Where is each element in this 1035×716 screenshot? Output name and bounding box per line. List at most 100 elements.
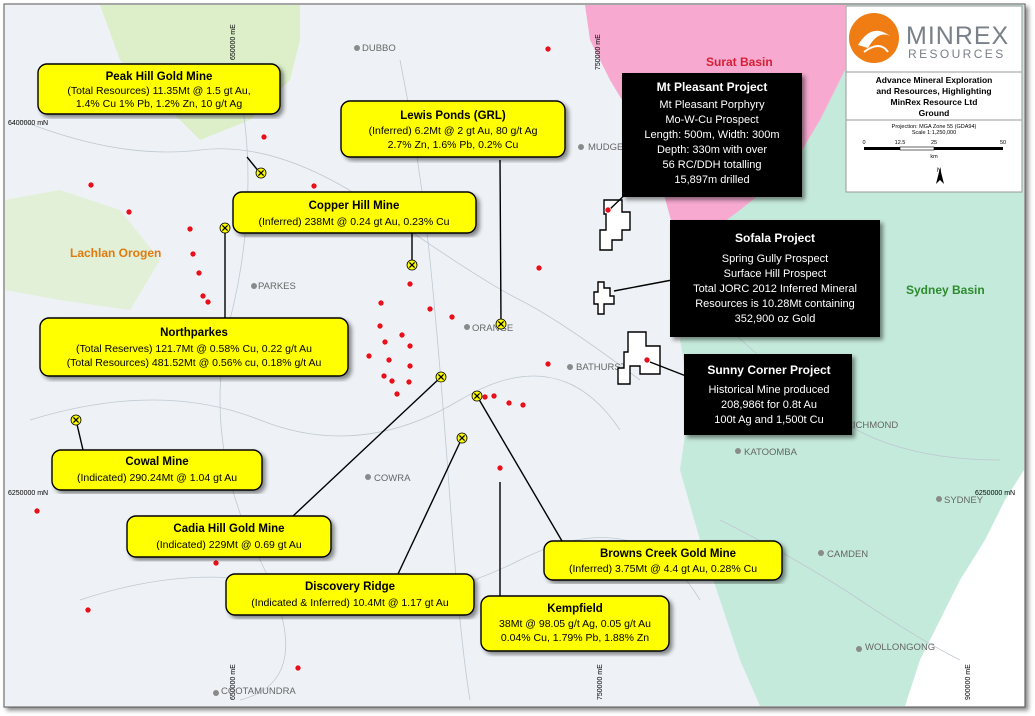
- town-cootamundra[interactable]: COOTAMUNDRA: [213, 686, 296, 697]
- mine-symbol-browns-creek[interactable]: [471, 390, 483, 402]
- town-dubbo-label: DUBBO: [362, 43, 396, 54]
- svg-text:N: N: [937, 168, 941, 174]
- occurrence-point[interactable]: [505, 399, 513, 407]
- occurrence-point[interactable]: [33, 507, 41, 515]
- occurrence-point[interactable]: [519, 401, 527, 409]
- town-cowra[interactable]: COWRA: [365, 473, 411, 484]
- minrex-logo: MINREX RESOURCES: [849, 13, 1008, 63]
- project-line: 15,897m drilled: [674, 174, 749, 186]
- occurrence-point[interactable]: [199, 292, 207, 300]
- occurrence-point[interactable]: [406, 342, 414, 350]
- mine-symbol-copper-hill[interactable]: [219, 222, 231, 234]
- town-cowra-label: COWRA: [374, 473, 411, 484]
- grid-e-750000-top: 750000 mE: [595, 34, 602, 70]
- occurrence-point[interactable]: [212, 559, 220, 567]
- occurrence-point[interactable]: [186, 225, 194, 233]
- project-line: 56 RC/DDH totalling: [662, 159, 761, 171]
- town-sydney-label: SYDNEY: [944, 495, 984, 506]
- project-line: Total JORC 2012 Inferred Mineral: [693, 283, 857, 295]
- occurrence-point[interactable]: [376, 322, 384, 330]
- town-parkes[interactable]: PARKES: [251, 281, 296, 292]
- occurrence-point[interactable]: [87, 181, 95, 189]
- occurrence-point[interactable]: [380, 372, 388, 380]
- occurrence-point[interactable]: [377, 299, 385, 307]
- callout-lewis-ponds[interactable]: Lewis Ponds (GRL) (Inferred) 6.2Mt @ 2 g…: [340, 100, 566, 158]
- occurrence-point[interactable]: [381, 338, 389, 346]
- town-dubbo[interactable]: DUBBO: [354, 43, 396, 54]
- occurrence-point[interactable]: [535, 264, 543, 272]
- town-sydney[interactable]: SYDNEY: [936, 495, 984, 506]
- callout-cadia-hill[interactable]: Cadia Hill Gold Mine (Indicated) 229Mt @…: [126, 515, 332, 558]
- callout-kempfield[interactable]: Kempfield 38Mt @ 98.05 g/t Ag, 0.05 g/t …: [480, 595, 670, 652]
- mine-symbol-cowal[interactable]: [70, 414, 82, 426]
- town-richmond[interactable]: RICHMOND: [846, 420, 898, 431]
- mine-symbol-discovery-ridge[interactable]: [456, 432, 468, 444]
- occurrence-point[interactable]: [310, 182, 318, 190]
- occurrence-point[interactable]: [388, 377, 396, 385]
- callout-browns-creek[interactable]: Browns Creek Gold Mine (Inferred) 3.75Mt…: [543, 540, 783, 581]
- occurrence-point[interactable]: [481, 393, 489, 401]
- project-sunny-corner[interactable]: Sunny Corner Project Historical Mine pro…: [684, 354, 852, 435]
- occurrence-point[interactable]: [84, 606, 92, 614]
- occurrence-point[interactable]: [204, 298, 212, 306]
- sunny-corner-tenement[interactable]: [617, 331, 661, 385]
- surat-basin-label: Surat Basin: [706, 55, 773, 69]
- callout-cowal[interactable]: Cowal Mine (Indicated) 290.24Mt @ 1.04 g…: [51, 449, 263, 491]
- mine-symbol-lewis-ponds[interactable]: [495, 318, 507, 330]
- occurrence-point[interactable]: [393, 390, 401, 398]
- occurrence-point[interactable]: [260, 133, 268, 141]
- occurrence-point[interactable]: [544, 360, 552, 368]
- occurrence-point[interactable]: [195, 269, 203, 277]
- occurrence-point[interactable]: [125, 208, 133, 216]
- town-bathurst[interactable]: BATHURST: [567, 362, 627, 373]
- callout-line: (Indicated & Inferred) 10.4Mt @ 1.17 gt …: [251, 597, 449, 609]
- occurrence-point[interactable]: [385, 356, 393, 364]
- scale-bar: 0 12.5 25 50 km: [862, 140, 1006, 160]
- occurrence-point[interactable]: [398, 331, 406, 339]
- town-katoomba-label: KATOOMBA: [744, 447, 798, 458]
- mine-symbol-northparkes[interactable]: [406, 259, 418, 271]
- callout-discovery-ridge[interactable]: Discovery Ridge (Indicated & Inferred) 1…: [225, 573, 475, 616]
- occurrence-point[interactable]: [544, 45, 552, 53]
- project-title: Mt Pleasant Project: [657, 80, 768, 94]
- project-line: Mo-W-Cu Prospect: [665, 114, 758, 126]
- occurrence-point[interactable]: [189, 250, 197, 258]
- town-richmond-label: RICHMOND: [846, 420, 898, 431]
- town-orange[interactable]: ORANGE: [464, 323, 513, 334]
- project-line: Historical Mine produced: [708, 384, 829, 396]
- callout-title: Discovery Ridge: [305, 581, 395, 593]
- occurrence-point[interactable]: [490, 392, 498, 400]
- title-line-4: Ground: [919, 108, 950, 118]
- callout-title: Copper Hill Mine: [309, 200, 400, 212]
- occurrence-point[interactable]: [406, 362, 414, 370]
- grid-e-650000-bottom: 650000 mE: [230, 664, 237, 700]
- grid-e-650000-top: 650000 mE: [230, 24, 237, 60]
- occurrence-point[interactable]: [406, 280, 414, 288]
- project-mt-pleasant[interactable]: Mt Pleasant Project Mt Pleasant Porphyry…: [622, 73, 802, 197]
- callout-title: Browns Creek Gold Mine: [600, 548, 736, 560]
- town-camden[interactable]: CAMDEN: [818, 549, 868, 560]
- town-katoomba[interactable]: KATOOMBA: [735, 447, 798, 458]
- occurrence-point[interactable]: [405, 378, 413, 386]
- callout-peak-hill[interactable]: Peak Hill Gold Mine (Total Resources) 11…: [37, 63, 281, 115]
- town-mudgee[interactable]: MUDGEE: [578, 142, 630, 153]
- mine-symbol-peak-hill[interactable]: [255, 167, 267, 179]
- sofala-tenement[interactable]: [593, 281, 615, 315]
- project-title: Sunny Corner Project: [707, 363, 830, 377]
- project-line: Mt Pleasant Porphyry: [659, 99, 765, 111]
- occurrence-point[interactable]: [448, 313, 456, 321]
- project-title: Sofala Project: [735, 231, 815, 245]
- callout-line: (Total Resources) 11.35Mt @ 1.5 gt Au,: [67, 85, 250, 97]
- project-sofala[interactable]: Sofala Project Spring Gully Prospect Sur…: [670, 220, 880, 337]
- callout-northparkes[interactable]: Northparkes (Total Reserves) 121.7Mt @ 0…: [39, 317, 349, 377]
- town-wollongong[interactable]: WOLLONGONG: [856, 642, 935, 653]
- occurrence-point[interactable]: [496, 464, 504, 472]
- callout-copper-hill[interactable]: Copper Hill Mine (Inferred) 238Mt @ 0.24…: [232, 191, 477, 234]
- occurrence-point[interactable]: [294, 664, 302, 672]
- occurrence-point[interactable]: [643, 356, 651, 364]
- occurrence-point[interactable]: [604, 206, 612, 214]
- occurrence-point[interactable]: [365, 352, 373, 360]
- mine-symbol-cadia[interactable]: [435, 371, 447, 383]
- occurrence-point[interactable]: [426, 305, 434, 313]
- callout-title: Lewis Ponds (GRL): [400, 110, 506, 122]
